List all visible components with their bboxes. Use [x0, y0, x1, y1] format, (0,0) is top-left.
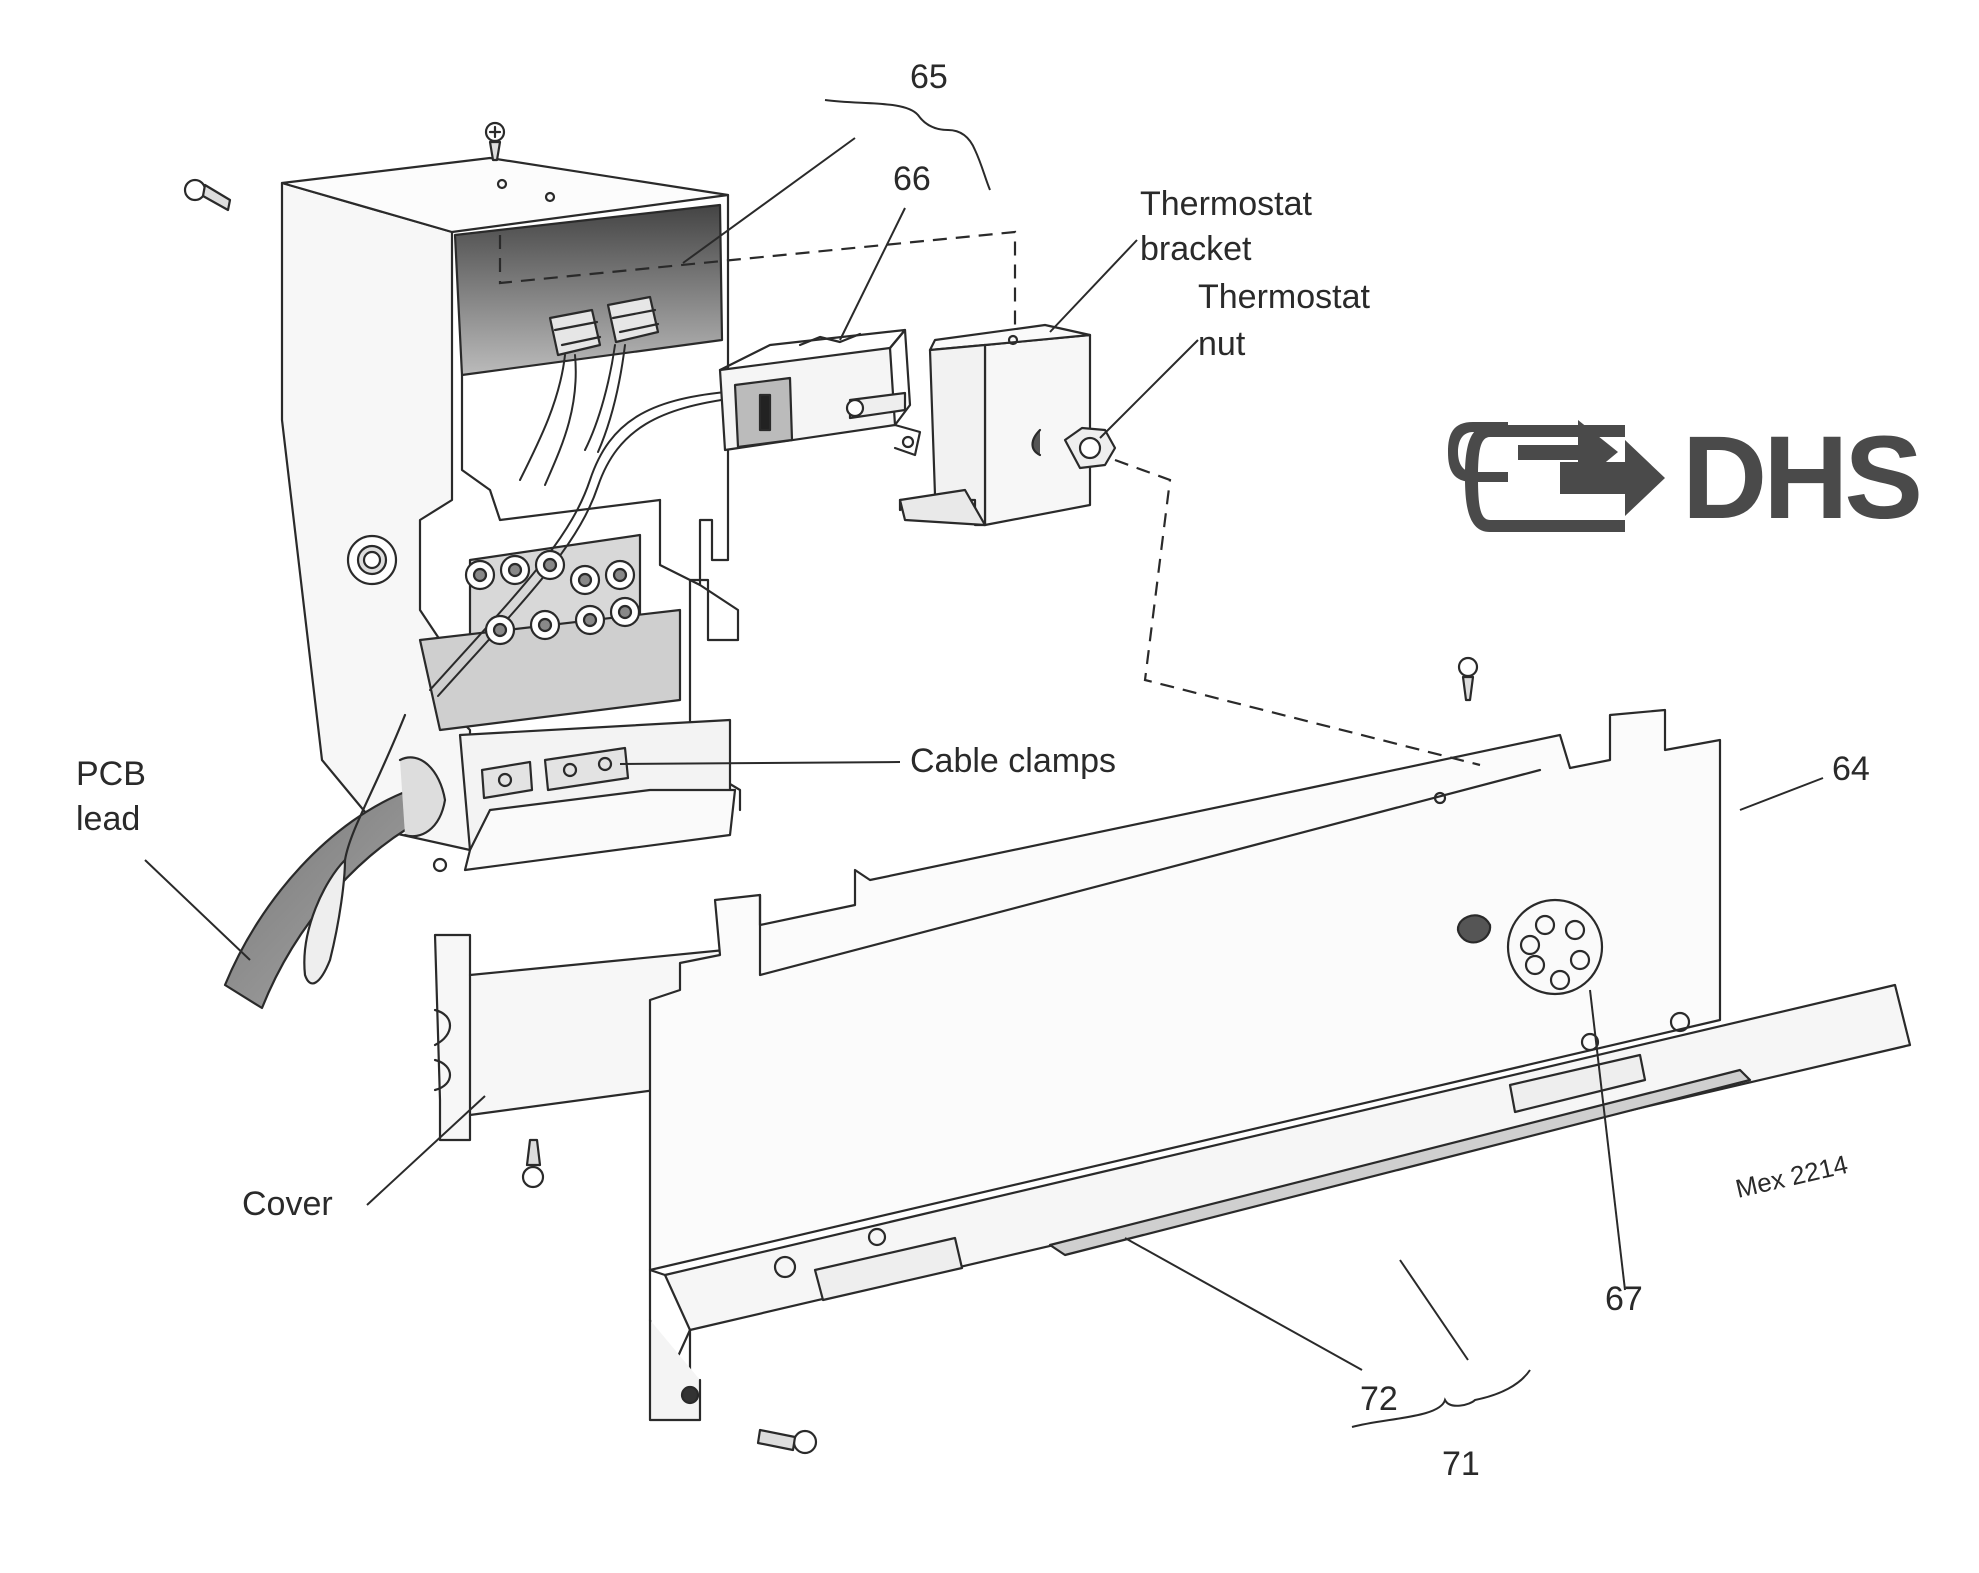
- spade-connectors: [548, 295, 660, 357]
- logo-text: DHS: [1682, 412, 1919, 544]
- thermostat-nut-part: [1063, 426, 1117, 470]
- screw-mid: [1457, 656, 1479, 702]
- screw-bottom: [756, 1428, 818, 1455]
- thermostat-part: [718, 328, 922, 457]
- label-thermostat-nut-1: Thermostat: [1198, 278, 1370, 316]
- screw-cover: [521, 1138, 545, 1189]
- terminal-block: [464, 549, 641, 646]
- label-cover: Cover: [242, 1185, 333, 1223]
- junction-box: [280, 156, 742, 873]
- label-72: 72: [1360, 1380, 1398, 1418]
- thermostat-bracket-part: [898, 323, 1092, 527]
- label-cable-clamps: Cable clamps: [910, 742, 1116, 780]
- label-thermostat-nut-2: nut: [1198, 325, 1246, 363]
- pcb-lead-cable: [223, 713, 447, 1010]
- label-thermostat-bracket-2: bracket: [1140, 230, 1252, 268]
- screw-left: [183, 178, 232, 212]
- label-thermostat-bracket-1: Thermostat: [1140, 185, 1312, 223]
- heater-panel-64: [648, 708, 1912, 1422]
- label-mex: Mex 2214: [1733, 1149, 1851, 1204]
- dhs-logo: DHS: [1448, 412, 1923, 544]
- cable-clamps-parts: [480, 746, 630, 800]
- label-66: 66: [893, 160, 931, 198]
- dashed-guides: [498, 230, 1481, 767]
- label-65: 65: [910, 58, 948, 96]
- logo-arrow-mark: [1448, 420, 1618, 485]
- screw-top: [484, 121, 506, 162]
- label-pcb-lead-2: lead: [76, 800, 140, 838]
- label-67: 67: [1605, 1280, 1643, 1318]
- label-71: 71: [1442, 1445, 1480, 1483]
- leader-lines: [144, 99, 1824, 1428]
- label-pcb-lead-1: PCB: [76, 755, 146, 793]
- label-64: 64: [1832, 750, 1870, 788]
